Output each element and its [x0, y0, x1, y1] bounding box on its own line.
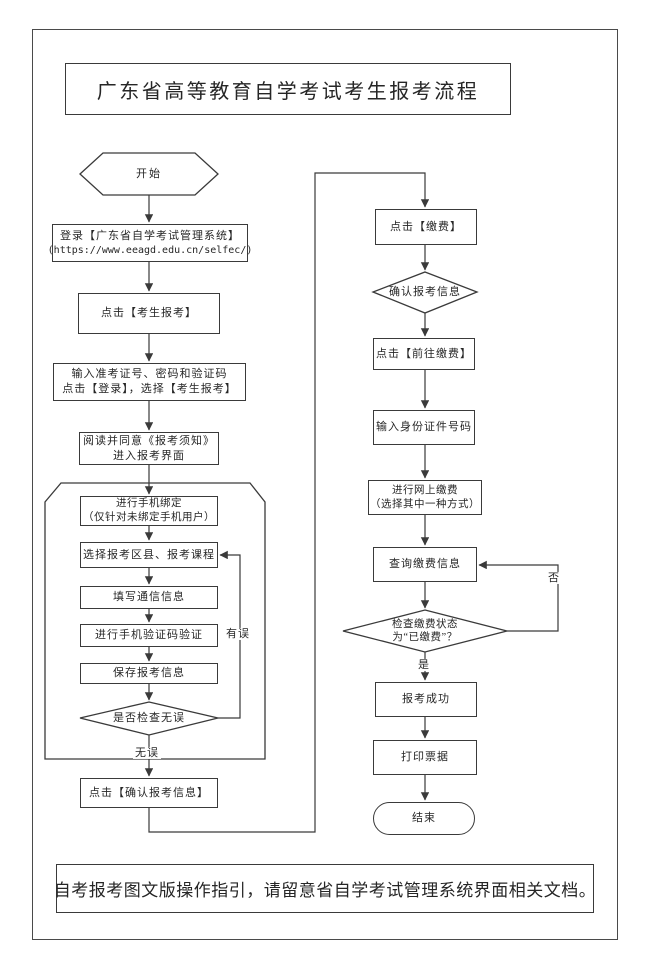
- node-verify-code: 进行手机验证码验证: [80, 624, 218, 647]
- footer-note-box: 自考报考图文版操作指引，请留意省自学考试管理系统界面相关文档。: [53, 864, 597, 913]
- node-id-number: 输入身份证件号码: [373, 410, 475, 445]
- node-confirm-info: 点击【确认报考信息】: [80, 778, 218, 808]
- node-save-info: 保存报考信息: [80, 663, 218, 684]
- connector-notpaid-loop: [478, 560, 559, 632]
- page-title: 广东省高等教育自学考试考生报考流程: [96, 80, 480, 103]
- node-success: 报考成功: [375, 682, 477, 717]
- edge-label-error: 有误: [224, 627, 252, 641]
- node-fill-contact: 填写通信信息: [80, 586, 218, 609]
- login-url: (https://www.eeagd.edu.cn/selfec/): [47, 244, 253, 256]
- node-click-pay: 点击【缴费】: [375, 209, 477, 245]
- confirm-info-diamond: [371, 271, 479, 314]
- connector-confirm-pay: [148, 172, 430, 833]
- check-correct-diamond: [79, 701, 219, 736]
- node-bind-phone: 进行手机绑定 （仅针对未绑定手机用户）: [80, 496, 218, 526]
- title-box: 广东省高等教育自学考试考生报考流程: [65, 63, 511, 115]
- footer-note-text: 自考报考图文版操作指引，请留意省自学考试管理系统界面相关文档。: [53, 881, 597, 900]
- node-notice: 阅读并同意《报考须知》 进入报考界面: [79, 432, 219, 465]
- node-login: 登录【广东省自学考试管理系统】 (https://www.eeagd.edu.c…: [48, 224, 252, 262]
- node-click-register: 点击【考生报考】: [78, 293, 220, 334]
- edge-label-yes: 是: [416, 658, 432, 672]
- outer-border: [32, 29, 618, 940]
- edge-label-no: 否: [546, 571, 562, 585]
- node-goto-pay: 点击【前往缴费】: [373, 338, 475, 370]
- node-print-receipt: 打印票据: [373, 740, 477, 775]
- node-online-pay: 进行网上缴费 （选择其中一种方式）: [368, 480, 482, 515]
- node-select-courses: 选择报考区县、报考课程: [80, 542, 218, 568]
- start-hexagon: [79, 152, 219, 196]
- node-credentials: 输入准考证号、密码和验证码 点击【登录】，选择【考生报考】: [53, 363, 246, 401]
- edge-label-no-error: 无误: [133, 746, 161, 760]
- node-end: 结束: [373, 802, 475, 835]
- payment-status-diamond: [342, 609, 508, 653]
- node-query-pay: 查询缴费信息: [373, 547, 477, 582]
